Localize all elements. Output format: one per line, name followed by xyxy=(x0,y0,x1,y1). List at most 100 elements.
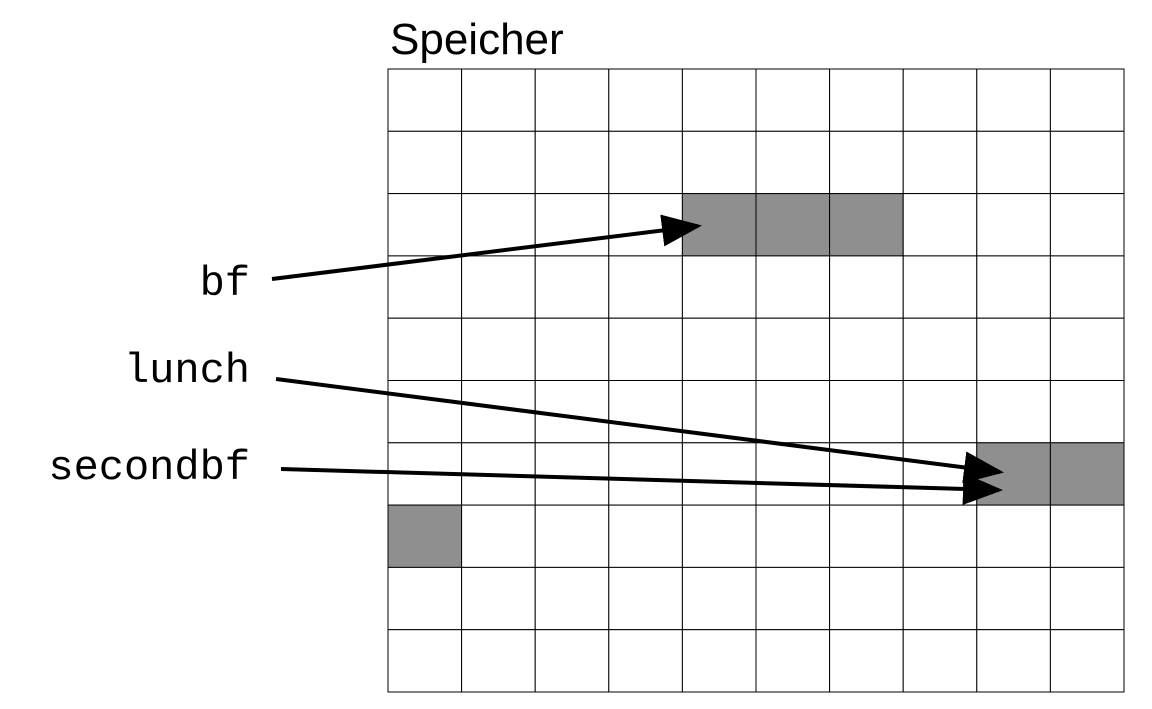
memory-cell xyxy=(902,68,978,132)
memory-cell xyxy=(902,317,978,382)
memory-cell xyxy=(829,68,904,132)
memory-cell xyxy=(976,130,1051,195)
memory-cell xyxy=(387,317,463,382)
memory-cell xyxy=(534,566,610,631)
memory-cell xyxy=(755,442,831,506)
memory-cell xyxy=(755,629,831,693)
memory-cell xyxy=(829,317,904,382)
memory-cell-allocated xyxy=(829,193,904,257)
memory-cell xyxy=(1049,317,1125,382)
memory-cell xyxy=(755,566,831,631)
memory-cell xyxy=(976,317,1051,382)
memory-cell xyxy=(534,442,610,506)
memory-cell xyxy=(902,130,978,195)
memory-cell xyxy=(829,130,904,195)
memory-cell xyxy=(755,504,831,568)
secondbf-pointer-arrow xyxy=(280,467,1003,505)
pointer-arrows xyxy=(271,214,1004,505)
memory-cell xyxy=(902,442,978,506)
memory-cell xyxy=(1049,504,1125,568)
memory-cell xyxy=(387,380,463,444)
memory-cell-allocated xyxy=(755,193,831,257)
memory-cell xyxy=(1049,130,1125,195)
memory-cell xyxy=(387,193,463,257)
memory-cell xyxy=(608,504,683,568)
pointer-labels: bf lunch secondbf xyxy=(48,260,250,492)
memory-cell xyxy=(755,130,831,195)
memory-cell xyxy=(755,255,831,319)
bf-pointer-arrow xyxy=(271,214,702,281)
memory-cell xyxy=(534,317,610,382)
memory-cell xyxy=(681,566,757,631)
memory-cell xyxy=(902,566,978,631)
memory-cell xyxy=(608,193,683,257)
memory-cell xyxy=(534,629,610,693)
memory-cell xyxy=(534,255,610,319)
memory-cell xyxy=(902,504,978,568)
memory-cell xyxy=(829,255,904,319)
memory-cell xyxy=(461,629,536,693)
memory-cell xyxy=(461,68,536,132)
memory-cell xyxy=(681,130,757,195)
memory-cell xyxy=(755,380,831,444)
memory-cell xyxy=(608,442,683,506)
memory-cell xyxy=(902,193,978,257)
diagram-title: Speicher xyxy=(390,15,564,64)
memory-cell xyxy=(534,380,610,444)
memory-cell xyxy=(461,566,536,631)
memory-cell xyxy=(681,442,757,506)
memory-cell xyxy=(902,380,978,444)
memory-cell xyxy=(681,255,757,319)
memory-cell xyxy=(608,380,683,444)
memory-cell xyxy=(387,629,463,693)
memory-cell xyxy=(976,380,1051,444)
pointer-label-secondbf: secondbf xyxy=(48,444,250,492)
memory-cell xyxy=(976,504,1051,568)
memory-cell-allocated xyxy=(387,504,463,568)
memory-cell xyxy=(387,130,463,195)
memory-cell xyxy=(755,317,831,382)
pointer-label-lunch: lunch xyxy=(124,347,250,395)
memory-cell xyxy=(1049,629,1125,693)
memory-cell xyxy=(681,317,757,382)
memory-cell xyxy=(681,68,757,132)
memory-cell xyxy=(976,566,1051,631)
memory-cell xyxy=(829,566,904,631)
memory-cell xyxy=(608,566,683,631)
memory-cell xyxy=(608,255,683,319)
memory-cell xyxy=(681,629,757,693)
memory-cell xyxy=(387,255,463,319)
memory-cell xyxy=(461,317,536,382)
memory-cell xyxy=(755,68,831,132)
lunch-pointer-arrow xyxy=(275,377,1004,484)
memory-cell xyxy=(829,504,904,568)
memory-cell xyxy=(608,629,683,693)
memory-cell xyxy=(534,130,610,195)
memory-cell xyxy=(902,255,978,319)
memory-cell xyxy=(461,193,536,257)
memory-cell xyxy=(608,130,683,195)
memory-cell xyxy=(829,380,904,444)
memory-cell-allocated xyxy=(1049,442,1125,506)
memory-cell xyxy=(1049,566,1125,631)
memory-cell xyxy=(387,566,463,631)
memory-cell xyxy=(1049,255,1125,319)
memory-cell xyxy=(976,255,1051,319)
memory-grid xyxy=(387,68,1125,693)
memory-cell xyxy=(976,629,1051,693)
memory-cell xyxy=(1049,193,1125,257)
memory-cell xyxy=(681,504,757,568)
memory-cell xyxy=(461,255,536,319)
memory-cell xyxy=(608,317,683,382)
memory-cell xyxy=(1049,380,1125,444)
memory-cell xyxy=(902,629,978,693)
pointer-label-bf: bf xyxy=(200,260,250,308)
memory-cell-allocated xyxy=(976,442,1051,506)
memory-cell xyxy=(461,130,536,195)
memory-cell xyxy=(976,68,1051,132)
memory-cell xyxy=(461,504,536,568)
memory-cell xyxy=(387,68,463,132)
memory-cell xyxy=(608,68,683,132)
memory-cell xyxy=(1049,68,1125,132)
